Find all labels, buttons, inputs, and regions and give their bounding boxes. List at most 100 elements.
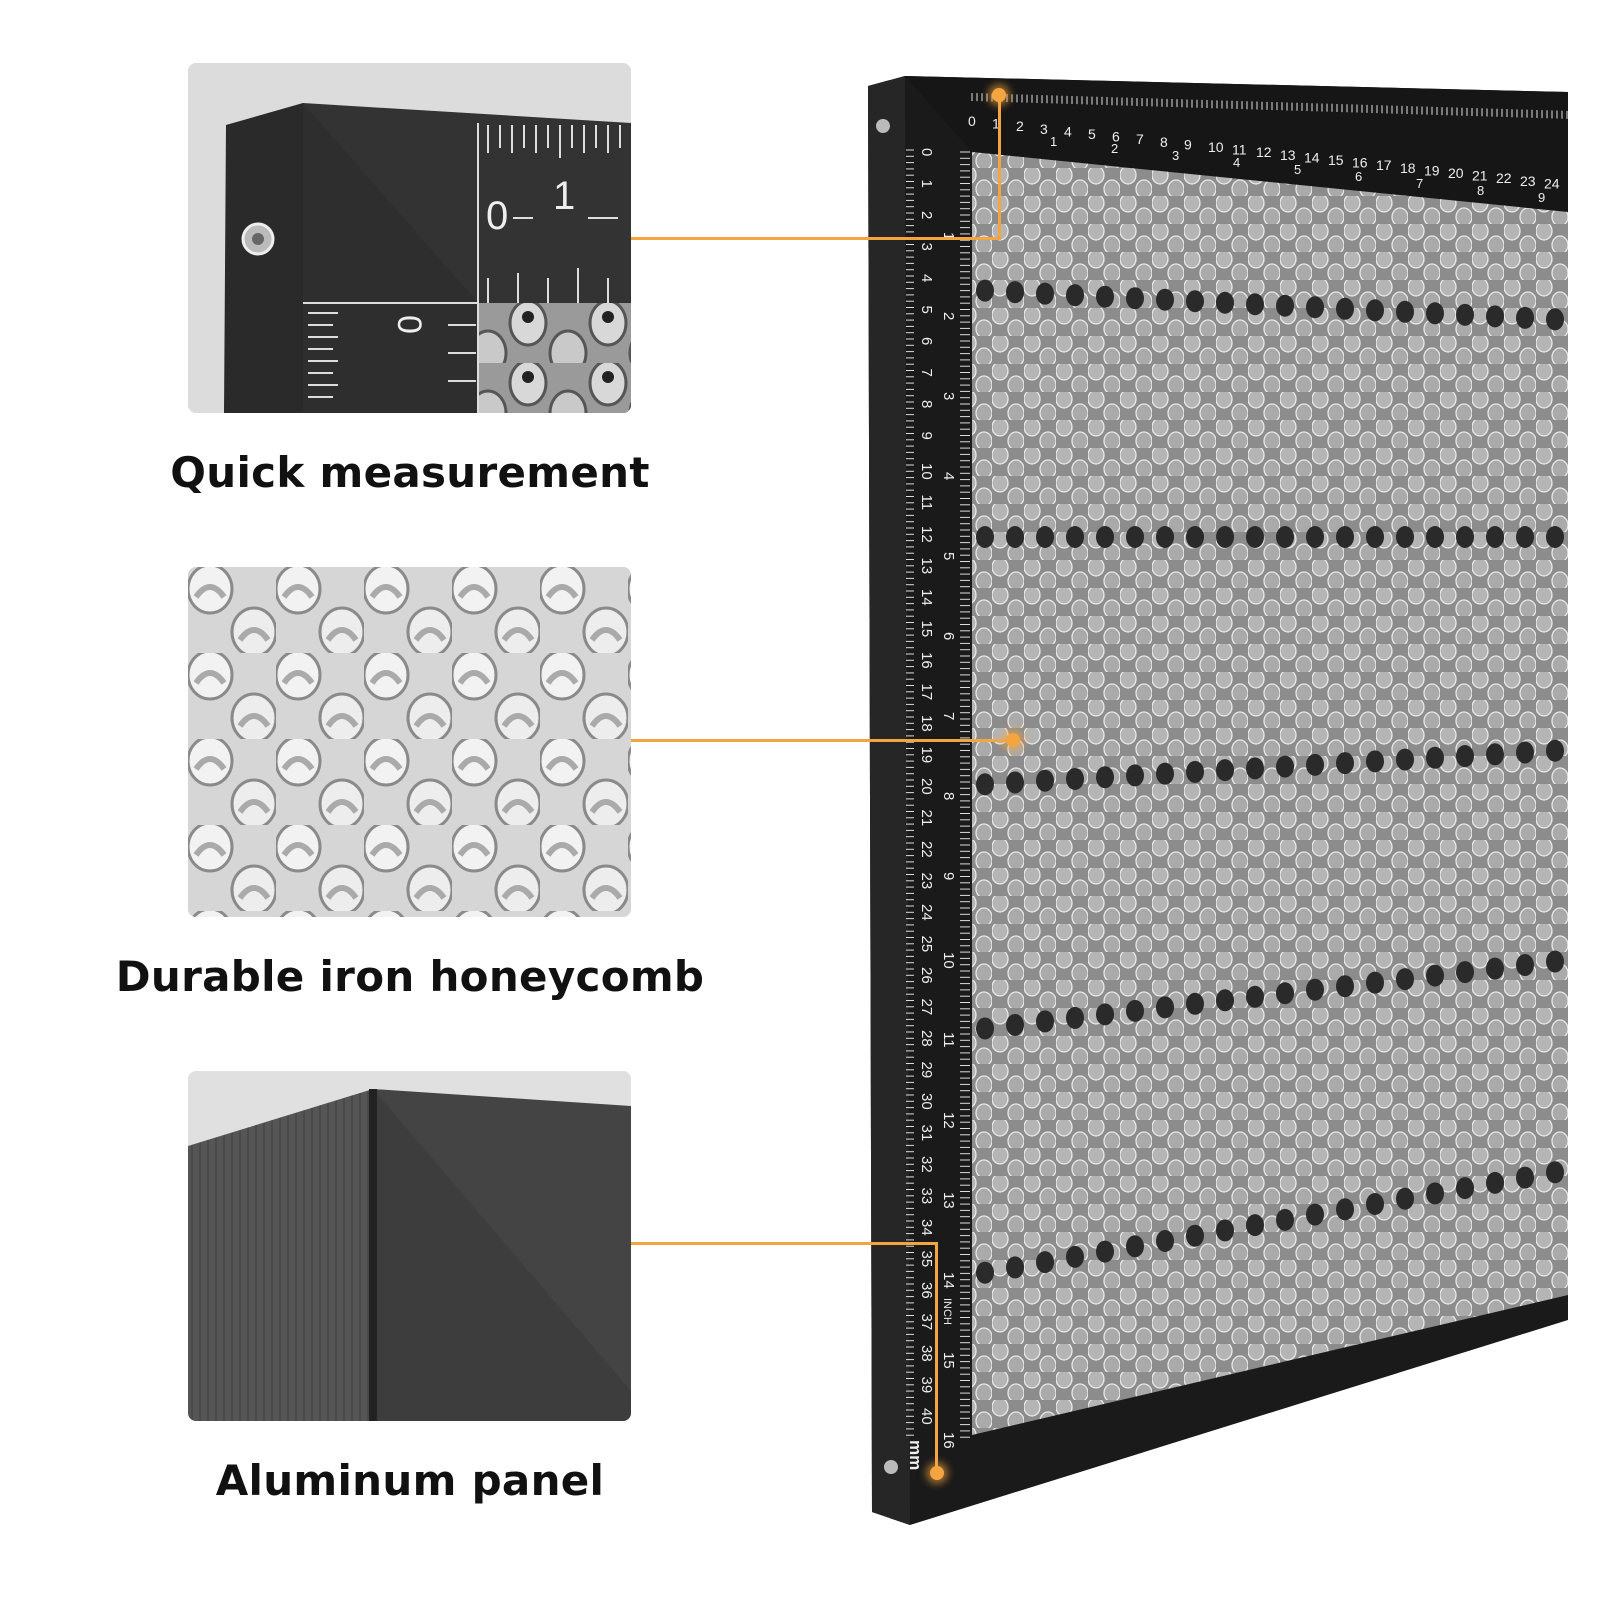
hole (1456, 745, 1474, 768)
ruler-unit-mm: mm (906, 1440, 925, 1470)
ruler-mm-number: 27 (918, 999, 935, 1016)
screw-icon (876, 119, 890, 133)
ruler-mm-number: 36 (918, 1282, 935, 1299)
ruler-mm-number: 15 (918, 621, 935, 638)
ruler-mm-number: 29 (918, 1062, 935, 1079)
hole (1006, 281, 1024, 304)
ruler-inch-number: 15 (940, 1352, 957, 1369)
hole (1006, 1256, 1024, 1279)
ruler-mm-number: 20 (918, 778, 935, 795)
hole (1066, 526, 1084, 548)
ruler-mm-number: 21 (1472, 168, 1488, 184)
ruler-mm-number: 12 (1256, 144, 1272, 160)
hole (1216, 526, 1234, 548)
ruler-mm-number: 16 (918, 652, 935, 669)
ruler-inch-number: 4 (1233, 155, 1240, 170)
ruler-mm-number: 0 (918, 148, 935, 156)
ruler-unit-inch: INCH (941, 1298, 953, 1325)
leader-dot (992, 88, 1006, 102)
hole (1036, 526, 1054, 548)
ruler-inch-number: 7 (1416, 176, 1423, 191)
ruler-mm-number: 21 (918, 810, 935, 827)
hole (1066, 1006, 1084, 1029)
hole (1426, 964, 1444, 987)
ruler-inch-number: 7 (940, 712, 957, 720)
hole (1066, 1245, 1084, 1268)
ruler-mm-number: 24 (1544, 175, 1560, 191)
hole (1306, 296, 1324, 319)
hole (1246, 293, 1264, 316)
hole (1156, 996, 1174, 1019)
ruler-mm-number: 18 (1400, 160, 1416, 176)
hole (1396, 526, 1414, 548)
ruler-inch-number: 8 (1477, 183, 1484, 198)
hole (1246, 526, 1264, 548)
ruler-mm-number: 38 (918, 1345, 935, 1362)
ruler-mm-number: 2 (918, 211, 935, 219)
ruler-mm-number: 3 (1040, 121, 1048, 137)
ruler-mm-number: 9 (918, 432, 935, 440)
hole (1246, 757, 1264, 780)
ruler-mm-number: 13 (918, 558, 935, 575)
hole (1366, 299, 1384, 322)
ruler-mm-number: 11 (918, 495, 935, 511)
feature-label-durable-honeycomb: Durable iron honeycomb (115, 952, 705, 1001)
closeup-number: 0 (486, 194, 508, 238)
closeup-number: 0 (390, 315, 428, 334)
ruler-mm-number: 15 (1328, 152, 1344, 168)
feature-label-aluminum-panel: Aluminum panel (215, 1456, 605, 1505)
ruler-inch-number: 6 (1355, 169, 1362, 184)
ruler-mm-number: 6 (918, 337, 935, 345)
hole (1096, 1003, 1114, 1026)
hole (1426, 746, 1444, 769)
leader-dot (930, 1466, 944, 1480)
hole (1186, 290, 1204, 313)
leader-line-measurement (631, 237, 1001, 240)
hole (1126, 764, 1144, 787)
ruler-mm-number: 24 (918, 904, 935, 921)
hole (976, 1261, 994, 1284)
ruler-mm-number: 33 (918, 1188, 935, 1205)
ruler-mm-number: 22 (918, 841, 935, 858)
ruler-mm-number: 5 (1088, 126, 1096, 142)
hole (1336, 526, 1354, 548)
hole (1426, 526, 1444, 548)
ruler-mm-number: 9 (1184, 136, 1192, 152)
ruler-mm-number: 8 (1160, 134, 1168, 150)
hole (1006, 526, 1024, 548)
hole (1486, 305, 1504, 328)
ruler-mm-number: 19 (1424, 162, 1440, 178)
leader-line-aluminum-vertical (935, 1242, 938, 1472)
hole (1216, 759, 1234, 782)
hole (1036, 769, 1054, 792)
hole (1066, 284, 1084, 307)
hole (1456, 1177, 1474, 1200)
ruler-mm-number: 1 (918, 180, 935, 188)
ruler-mm-number: 6 (1112, 129, 1120, 145)
hole (1156, 526, 1174, 548)
hole (1516, 1166, 1534, 1189)
ruler-inch-number: 8 (940, 792, 957, 800)
hole (1516, 306, 1534, 329)
hole (1096, 285, 1114, 308)
ruler-mm-number: 19 (918, 747, 935, 764)
hole (1036, 282, 1054, 305)
ruler-mm-number: 0 (968, 113, 976, 129)
quick-measurement-image: 0 1 0 (188, 63, 631, 413)
leader-line-honeycomb (631, 739, 1013, 742)
hole (1546, 526, 1564, 548)
hole (1216, 291, 1234, 314)
hole (1396, 968, 1414, 991)
ruler-mm-number: 23 (918, 873, 935, 890)
hole (976, 526, 994, 548)
hole (1006, 1013, 1024, 1036)
ruler-mm-number: 35 (918, 1251, 935, 1268)
hole (1246, 985, 1264, 1008)
ruler-mm-number: 31 (918, 1125, 935, 1142)
hole (1186, 760, 1204, 783)
ruler-mm-number: 17 (918, 684, 935, 701)
hole (1156, 762, 1174, 785)
ruler-inch-number: 12 (940, 1112, 957, 1129)
hole (1186, 526, 1204, 548)
